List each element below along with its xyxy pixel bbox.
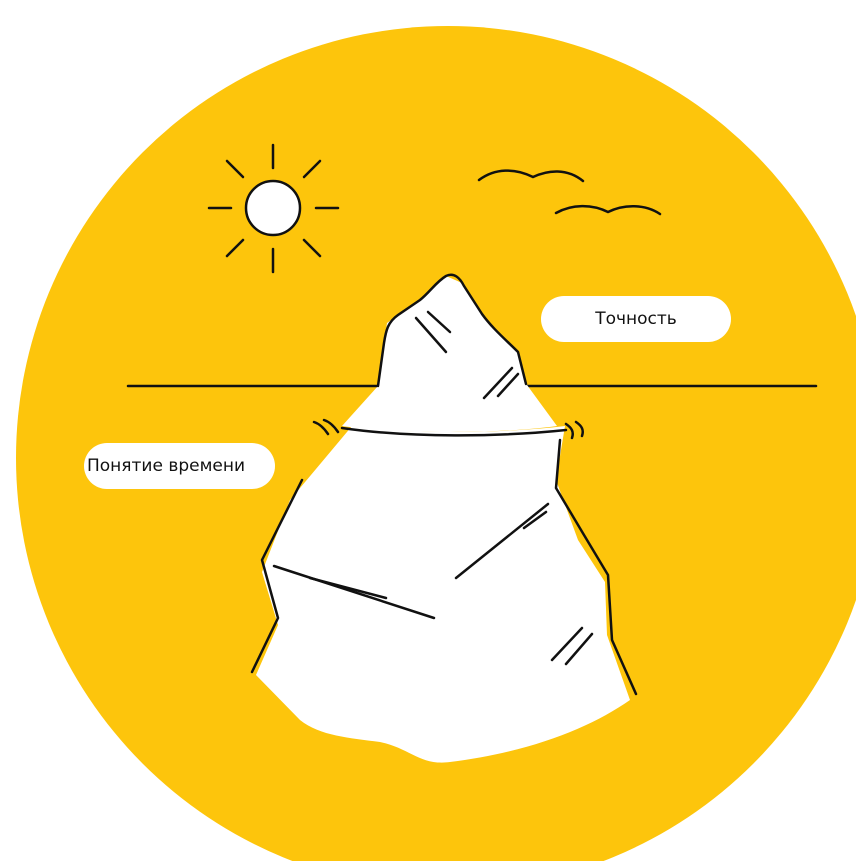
sun-icon	[209, 145, 338, 272]
accuracy-label: Точность	[541, 296, 731, 342]
time-concept-label: Понятие времени	[84, 443, 275, 489]
